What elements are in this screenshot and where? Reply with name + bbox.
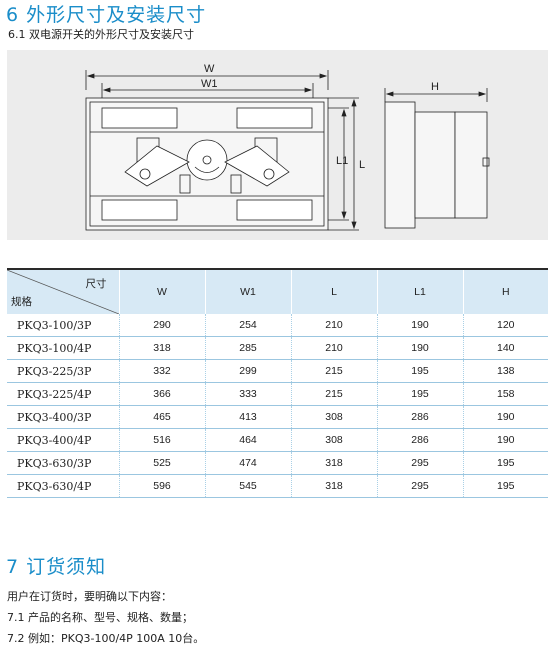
order-item-7-2: 7.2 例如：PKQ3-100/4P 100A 10台。	[7, 632, 205, 645]
corner-label-spec: 规格	[11, 296, 32, 308]
value-cell: 215	[290, 382, 377, 406]
value-cell: 295	[376, 474, 463, 498]
section-7-title: 7 订货须知	[6, 556, 107, 578]
dim-label-h: H	[431, 81, 439, 93]
value-cell: 195	[462, 451, 548, 475]
value-cell: 140	[462, 336, 548, 360]
switch-outline-drawing: W W1 L L1 H	[85, 63, 490, 231]
column-header-h: H	[462, 269, 548, 314]
value-cell: 190	[462, 405, 548, 429]
value-cell: 210	[290, 336, 377, 360]
value-cell: 318	[290, 451, 377, 475]
value-cell: 596	[118, 474, 205, 498]
model-cell: PKQ3-630/4P	[17, 479, 92, 493]
value-cell: 333	[204, 382, 291, 406]
value-cell: 516	[118, 428, 205, 452]
value-cell: 195	[462, 474, 548, 498]
model-cell: PKQ3-100/4P	[17, 341, 92, 355]
dimension-drawing: W W1 L L1 H	[7, 50, 548, 240]
value-cell: 215	[290, 359, 377, 383]
section-6-title: 6 外形尺寸及安装尺寸	[6, 4, 207, 26]
value-cell: 286	[376, 428, 463, 452]
dim-label-w: W	[204, 63, 215, 75]
value-cell: 464	[204, 428, 291, 452]
value-cell: 290	[118, 314, 205, 337]
order-intro-text: 用户在订货时，要明确以下内容：	[7, 590, 172, 603]
dim-label-l1: L1	[336, 155, 348, 167]
model-cell: PKQ3-225/3P	[17, 364, 92, 378]
table-header-row: 尺寸 规格 W W1 L L1 H	[7, 269, 548, 314]
value-cell: 158	[462, 382, 548, 406]
value-cell: 120	[462, 314, 548, 337]
value-cell: 318	[290, 474, 377, 498]
dim-label-w1: W1	[201, 78, 218, 90]
value-cell: 195	[376, 359, 463, 383]
order-item-7-1: 7.1 产品的名称、型号、规格、数量；	[7, 611, 193, 624]
model-cell: PKQ3-100/3P	[17, 318, 92, 332]
corner-label-size: 尺寸	[85, 278, 107, 290]
value-cell: 138	[462, 359, 548, 383]
value-cell: 195	[376, 382, 463, 406]
column-header-w1: W1	[204, 269, 291, 314]
dim-label-l: L	[359, 159, 365, 171]
value-cell: 190	[376, 336, 463, 360]
value-cell: 545	[204, 474, 291, 498]
value-cell: 525	[118, 451, 205, 475]
value-cell: 190	[376, 314, 463, 337]
column-header-l1: L1	[376, 269, 463, 314]
value-cell: 465	[118, 405, 205, 429]
value-cell: 254	[204, 314, 291, 337]
column-header-l: L	[290, 269, 377, 314]
value-cell: 308	[290, 405, 377, 429]
value-cell: 286	[376, 405, 463, 429]
value-cell: 413	[204, 405, 291, 429]
model-cell: PKQ3-225/4P	[17, 387, 92, 401]
section-6-1-subtitle: 6.1 双电源开关的外形尺寸及安装尺寸	[8, 28, 194, 41]
value-cell: 308	[290, 428, 377, 452]
corner-diagonal	[7, 270, 119, 314]
model-cell: PKQ3-630/3P	[17, 456, 92, 470]
column-header-w: W	[118, 269, 205, 314]
value-cell: 332	[118, 359, 205, 383]
value-cell: 299	[204, 359, 291, 383]
value-cell: 318	[118, 336, 205, 360]
value-cell: 190	[462, 428, 548, 452]
value-cell: 366	[118, 382, 205, 406]
value-cell: 210	[290, 314, 377, 337]
table-corner-cell: 尺寸 规格	[7, 269, 119, 314]
model-cell: PKQ3-400/3P	[17, 410, 92, 424]
value-cell: 285	[204, 336, 291, 360]
model-cell: PKQ3-400/4P	[17, 433, 92, 447]
value-cell: 295	[376, 451, 463, 475]
value-cell: 474	[204, 451, 291, 475]
